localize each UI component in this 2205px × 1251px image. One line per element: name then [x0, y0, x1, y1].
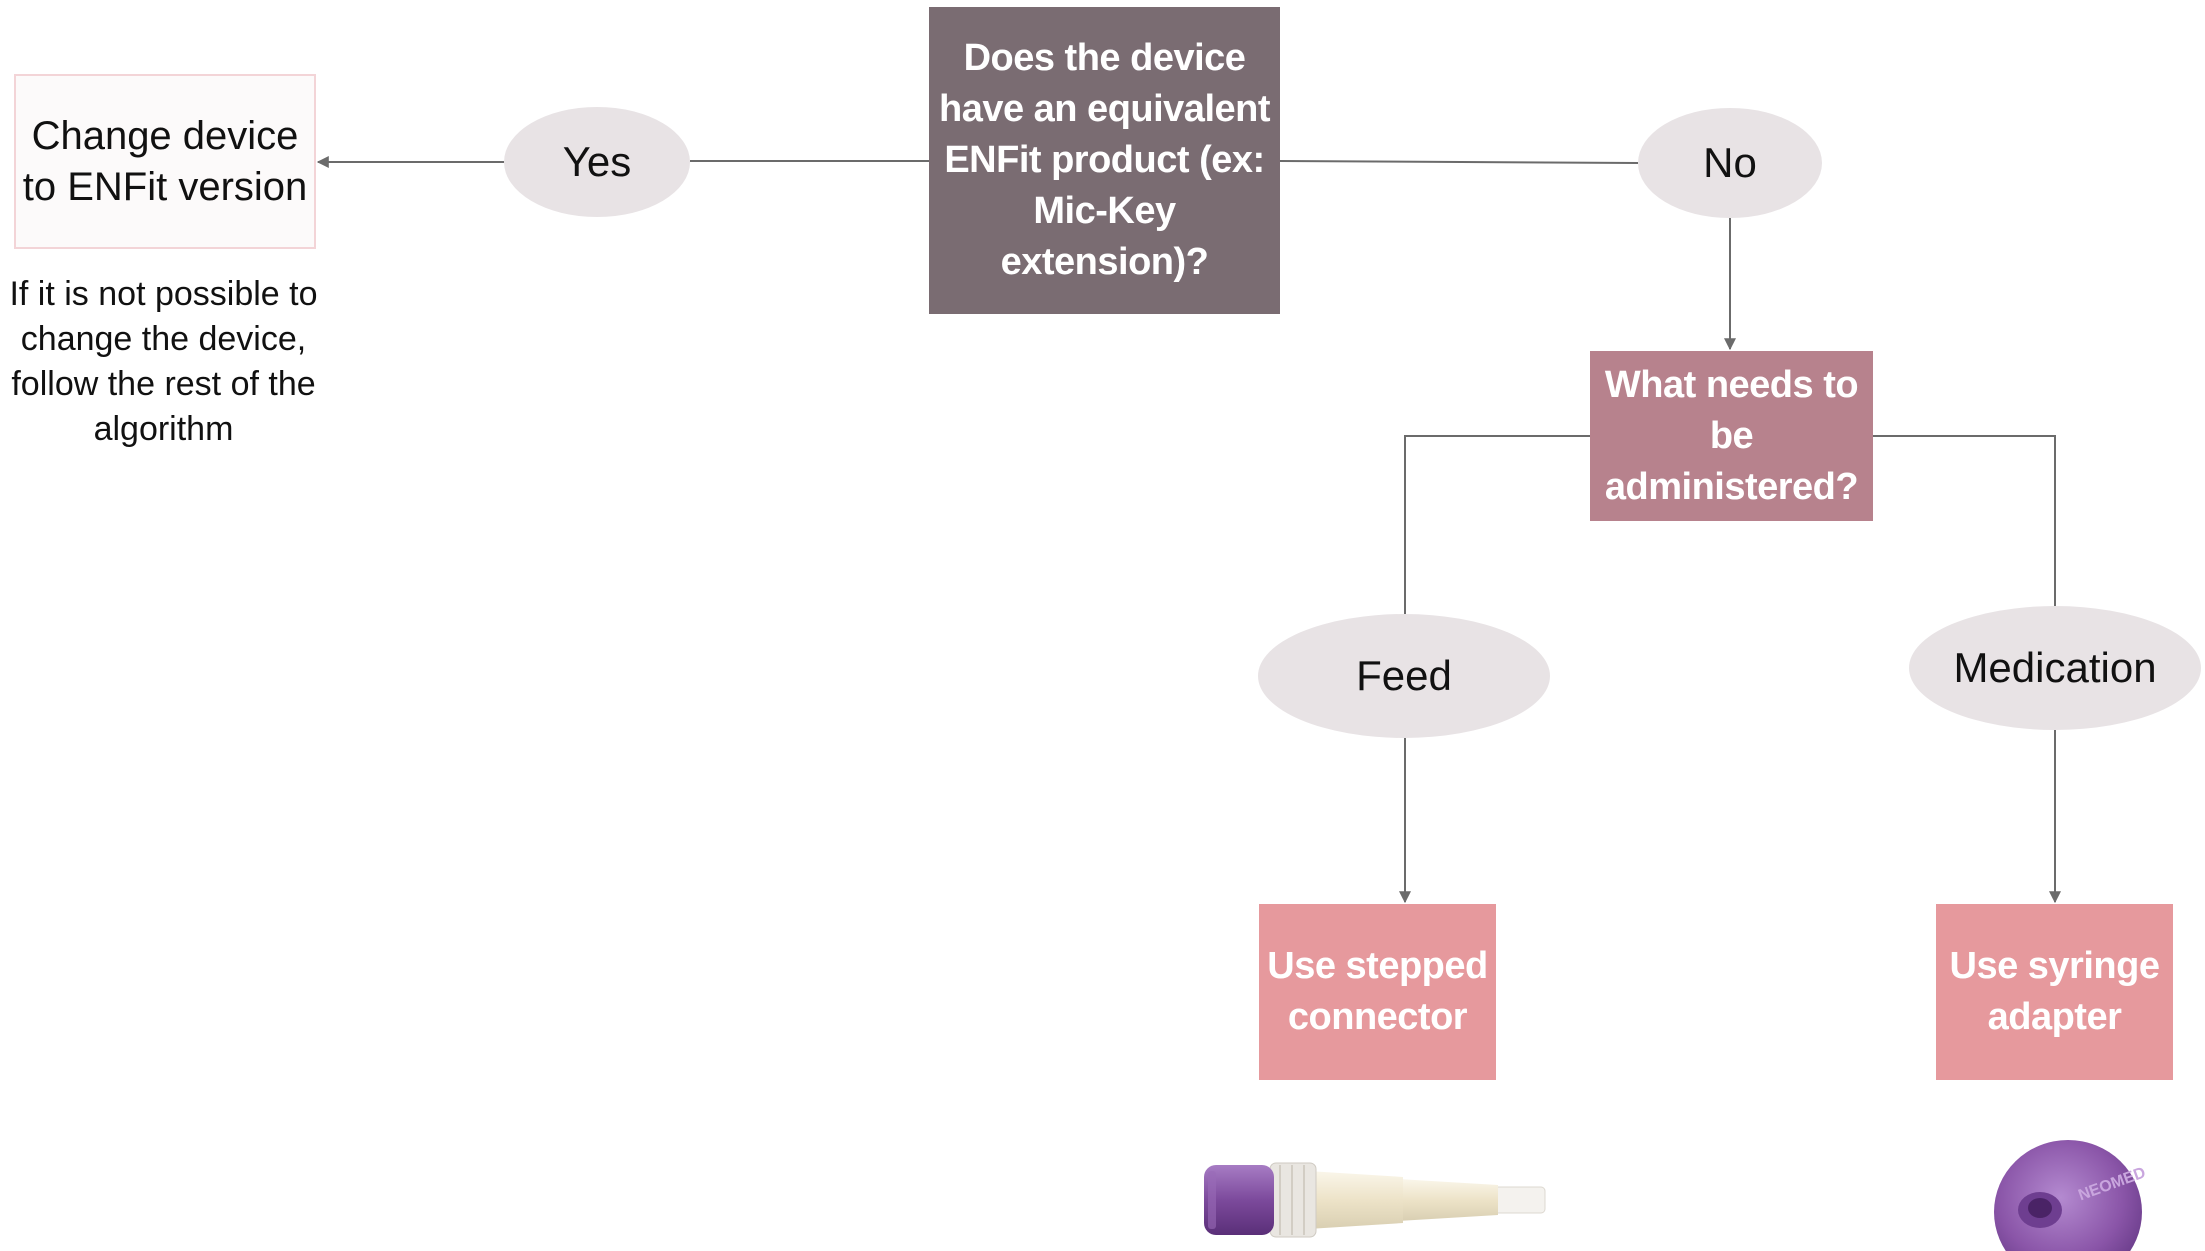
question-device-box: Does the device have an equivalent ENFit… — [929, 7, 1280, 314]
answer-no-text: No — [1703, 139, 1757, 186]
connector-question-to-no — [1279, 160, 1639, 164]
change-device-box: Change device to ENFit version — [14, 74, 316, 249]
question-administer-text: What needs to be administered? — [1604, 363, 1859, 508]
syringe-adapter-image: NEOMED — [1994, 1140, 2148, 1251]
question-administer-box: What needs to be administered? — [1590, 351, 1873, 521]
option-medication-ellipse: Medication — [1909, 606, 2201, 730]
answer-yes-text: Yes — [562, 138, 632, 185]
change-device-note: If it is not possible to change the devi… — [9, 275, 318, 448]
option-feed-text: Feed — [1356, 652, 1452, 699]
connector-administer-to-feed — [1404, 435, 1590, 614]
action-medication-text: Use syringe adapter — [1949, 945, 2160, 1038]
action-medication-box: Use syringe adapter — [1936, 904, 2173, 1080]
answer-yes-ellipse: Yes — [504, 107, 690, 217]
question-device-text: Does the device have an equivalent ENFit… — [938, 37, 1271, 283]
action-feed-box: Use stepped connector — [1259, 904, 1496, 1080]
answer-no-ellipse: No — [1638, 108, 1822, 218]
connector-administer-to-medication — [1873, 435, 2056, 606]
change-device-text: Change device to ENFit version — [22, 113, 308, 209]
stepped-connector-image — [1204, 1162, 1546, 1238]
action-feed-text: Use stepped connector — [1267, 945, 1488, 1038]
option-medication-text: Medication — [1953, 644, 2157, 691]
option-feed-ellipse: Feed — [1258, 614, 1550, 738]
